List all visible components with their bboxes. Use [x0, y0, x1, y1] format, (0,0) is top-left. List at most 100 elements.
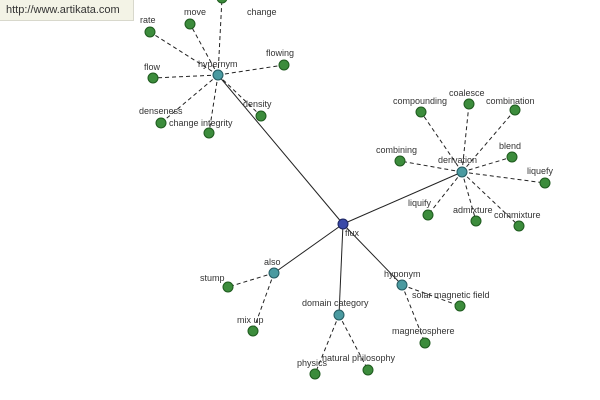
edge-domain-category-physics [314, 314, 340, 375]
node-liquefy-dot[interactable] [539, 177, 551, 189]
edge-hypernym-move [189, 23, 219, 76]
node-change-integrity-dot[interactable] [203, 127, 215, 139]
node-solar-magnetic-field-dot[interactable] [454, 300, 466, 312]
edge-hypernym-change [217, 0, 223, 76]
node-blend-label[interactable]: blend [499, 141, 521, 151]
node-flow-dot[interactable] [147, 72, 159, 84]
node-domain-category-dot[interactable] [333, 309, 345, 321]
node-coalesce-label[interactable]: coalesce [449, 88, 485, 98]
node-mix-up[interactable]: mix up [237, 315, 264, 337]
node-flowing-dot[interactable] [278, 59, 290, 71]
node-hyponym-dot[interactable] [396, 279, 408, 291]
node-stump-label[interactable]: stump [200, 273, 225, 283]
edge-hyponym-solar-magnetic-field [401, 284, 461, 307]
node-physics[interactable]: physics [297, 358, 328, 380]
node-compounding-dot[interactable] [415, 106, 427, 118]
node-derivation-dot[interactable] [456, 166, 468, 178]
node-derivation-label[interactable]: derivation [438, 155, 477, 165]
node-also-label[interactable]: also [264, 257, 281, 267]
node-magnetosphere-dot[interactable] [419, 337, 431, 349]
edges-layer [149, 0, 546, 375]
node-coalesce-dot[interactable] [463, 98, 475, 110]
node-change-integrity[interactable]: change integrity [169, 118, 233, 139]
node-stump[interactable]: stump [200, 273, 234, 293]
node-flow-label[interactable]: flow [144, 62, 161, 72]
node-move-label[interactable]: move [184, 7, 206, 17]
node-flow[interactable]: flow [144, 62, 161, 84]
node-also[interactable]: also [264, 257, 281, 279]
node-mix-up-dot[interactable] [247, 325, 259, 337]
node-also-dot[interactable] [268, 267, 280, 279]
node-natural-philosophy-label[interactable]: natural philosophy [322, 353, 396, 363]
edge-derivation-liquify [427, 171, 463, 216]
node-density-label[interactable]: density [243, 99, 272, 109]
node-combination-label[interactable]: combination [486, 96, 535, 106]
node-combining-dot[interactable] [394, 155, 406, 167]
node-hypernym-label[interactable]: hypernym [198, 59, 238, 69]
node-denseness-label[interactable]: denseness [139, 106, 183, 116]
node-commixture-dot[interactable] [513, 220, 525, 232]
node-stump-dot[interactable] [222, 281, 234, 293]
node-combining[interactable]: combining [376, 145, 417, 167]
node-hyponym[interactable]: hyponym [384, 269, 421, 291]
node-combination-dot[interactable] [509, 104, 521, 116]
edge-derivation-commixture [461, 171, 520, 227]
node-hypernym-dot[interactable] [212, 69, 224, 81]
node-blend-dot[interactable] [506, 151, 518, 163]
node-liquefy[interactable]: liquefy [527, 166, 554, 189]
node-natural-philosophy[interactable]: natural philosophy [322, 353, 396, 376]
node-change-integrity-label[interactable]: change integrity [169, 118, 233, 128]
node-admixture-dot[interactable] [470, 215, 482, 227]
edge-derivation-coalesce [461, 103, 470, 173]
edge-hypernym-denseness [160, 74, 219, 124]
node-physics-label[interactable]: physics [297, 358, 328, 368]
node-hypernym[interactable]: hypernym [198, 59, 238, 81]
node-combination[interactable]: combination [486, 96, 535, 116]
node-liquify[interactable]: liquify [408, 198, 434, 221]
node-solar-magnetic-field-label[interactable]: solar magnetic field [412, 290, 490, 300]
edge-derivation-blend [461, 156, 513, 173]
node-magnetosphere-label[interactable]: magnetosphere [392, 326, 455, 336]
node-magnetosphere[interactable]: magnetosphere [392, 326, 455, 349]
node-liquefy-label[interactable]: liquefy [527, 166, 554, 176]
node-flowing-label[interactable]: flowing [266, 48, 294, 58]
node-admixture-label[interactable]: admixture [453, 205, 493, 215]
node-change-label[interactable]: change [247, 7, 277, 17]
node-density[interactable]: density [243, 99, 272, 122]
node-flux[interactable]: flux [337, 218, 360, 238]
node-commixture-label[interactable]: commixture [494, 210, 541, 220]
site-url[interactable]: http://www.artikata.com [0, 0, 134, 21]
node-mix-up-label[interactable]: mix up [237, 315, 264, 325]
node-hyponym-label[interactable]: hyponym [384, 269, 421, 279]
node-compounding[interactable]: compounding [393, 96, 447, 118]
node-liquify-dot[interactable] [422, 209, 434, 221]
node-commixture[interactable]: commixture [494, 210, 541, 232]
node-rate-label[interactable]: rate [140, 15, 156, 25]
node-domain-category[interactable]: domain category [302, 298, 369, 321]
node-change[interactable]: change [216, 0, 277, 17]
node-flux-dot[interactable] [337, 218, 349, 230]
node-move-dot[interactable] [184, 18, 196, 30]
node-rate[interactable]: rate [140, 15, 156, 38]
node-move[interactable]: move [184, 7, 206, 30]
node-physics-dot[interactable] [309, 368, 321, 380]
node-solar-magnetic-field[interactable]: solar magnetic field [412, 290, 490, 312]
node-denseness-dot[interactable] [155, 117, 167, 129]
node-combining-label[interactable]: combining [376, 145, 417, 155]
node-flux-label[interactable]: flux [345, 228, 360, 238]
node-admixture[interactable]: admixture [453, 205, 493, 227]
edge-flux-hypernym [217, 74, 344, 225]
node-domain-category-label[interactable]: domain category [302, 298, 369, 308]
node-compounding-label[interactable]: compounding [393, 96, 447, 106]
node-natural-philosophy-dot[interactable] [362, 364, 374, 376]
node-change-dot[interactable] [216, 0, 228, 4]
node-coalesce[interactable]: coalesce [449, 88, 485, 110]
edge-hypernym-density [217, 74, 262, 117]
node-denseness[interactable]: denseness [139, 106, 183, 129]
node-density-dot[interactable] [255, 110, 267, 122]
node-blend[interactable]: blend [499, 141, 521, 163]
node-rate-dot[interactable] [144, 26, 156, 38]
node-derivation[interactable]: derivation [438, 155, 477, 178]
node-flowing[interactable]: flowing [266, 48, 294, 71]
node-liquify-label[interactable]: liquify [408, 198, 432, 208]
